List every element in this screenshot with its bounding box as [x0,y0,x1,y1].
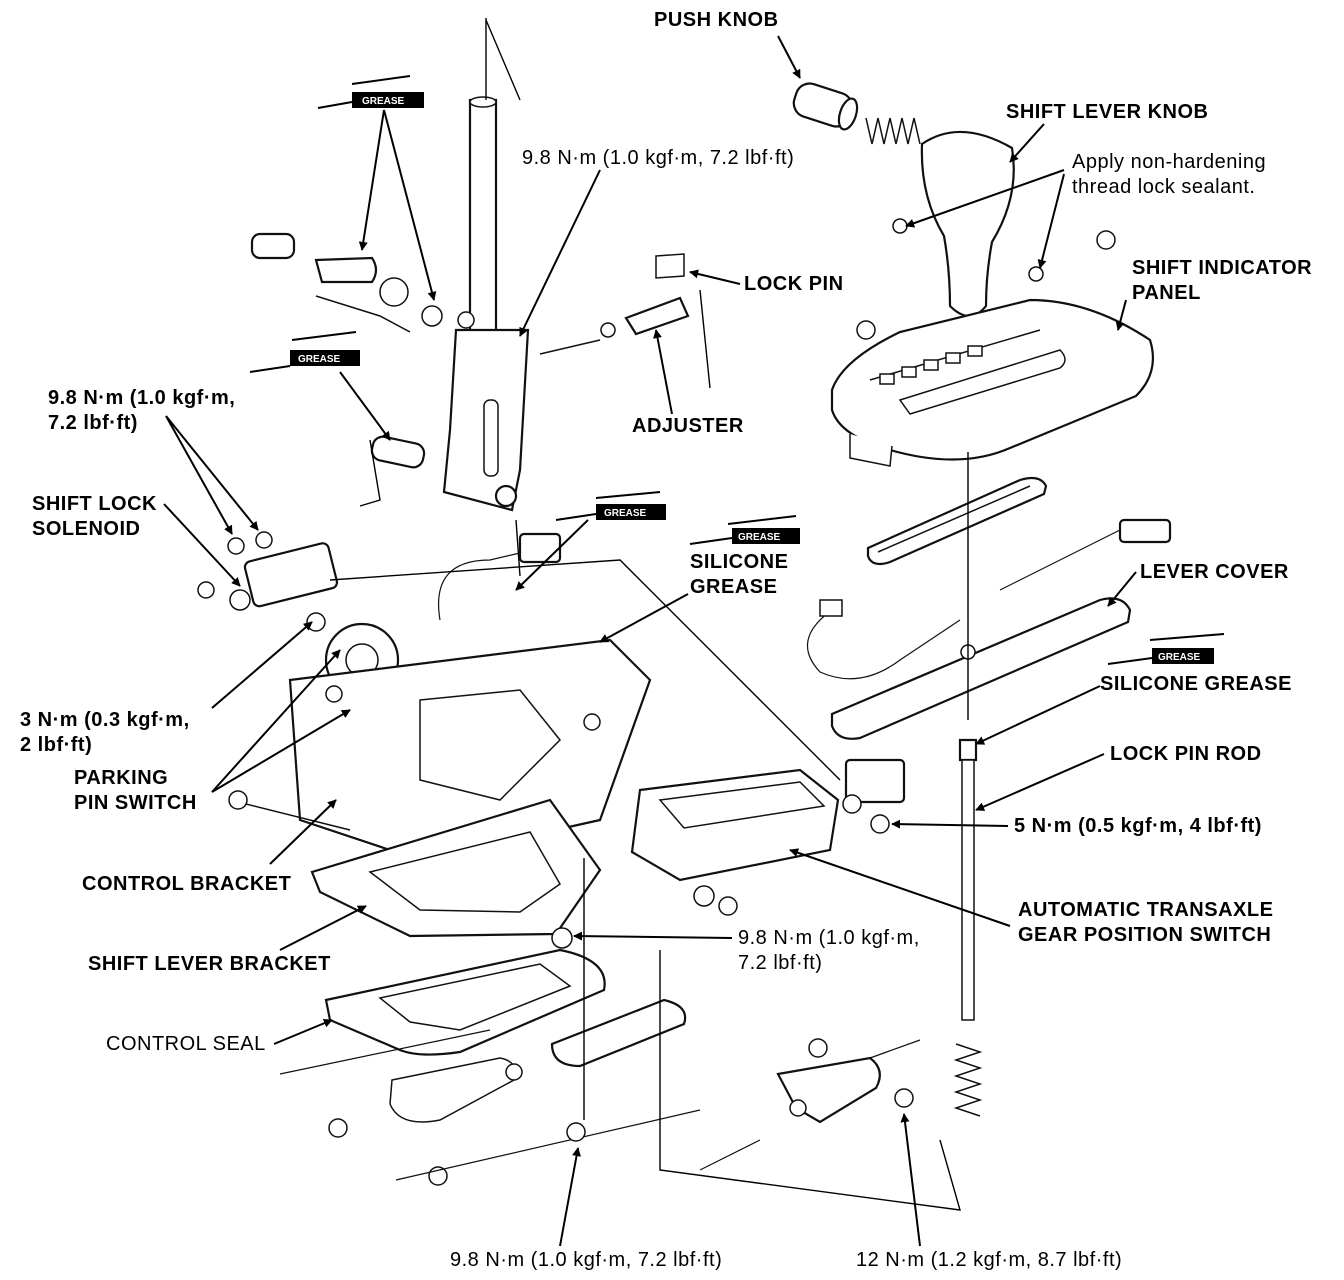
lever-cover-part [830,476,1132,740]
label-push-knob: PUSH KNOB [654,9,779,31]
label-silicone-grease-right: SILICONE GREASE [1100,673,1292,695]
label-gear-position-switch-line-2: GEAR POSITION SWITCH [1018,924,1272,946]
control-bracket-part [228,638,652,862]
grease-tag-right: GREASE [1107,633,1225,665]
label-torque-top: 9.8 N·m (1.0 kgf·m, 7.2 lbf·ft) [522,147,795,169]
label-shift-indicator-panel: SHIFT INDICATOR PANEL [1132,256,1312,306]
label-torque-mid-line-2: 7.2 lbf·ft) [738,952,823,974]
control-seal-part [279,927,701,1186]
grease-tag-text: GREASE [1158,652,1201,663]
knob-spring-part [865,117,921,145]
grease-tag-text: GREASE [604,508,647,519]
label-sealant-line-1: Apply non-hardening [1072,151,1267,173]
label-gear-position-switch: AUTOMATIC TRANSAXLE GEAR POSITION SWITCH [1018,898,1273,948]
cable-bracket-part [566,1038,921,1171]
label-control-seal: CONTROL SEAL [106,1033,266,1055]
grease-tag-center: GREASE [555,491,666,521]
grease-tag-silicone: GREASE [689,515,800,545]
label-silicone-grease-mid: SILICONE GREASE [690,550,788,600]
shift-indicator-panel-part [830,230,1154,467]
shift-lever-knob-part [892,130,1044,318]
label-torque-mid: 9.8 N·m (1.0 kgf·m, 7.2 lbf·ft) [738,926,920,976]
label-parking-pin-switch-line-2: PIN SWITCH [74,792,197,814]
gear-position-switch-part [630,758,906,916]
label-adjuster: ADJUSTER [632,415,744,437]
harness-part [438,518,1172,680]
label-lever-cover: LEVER COVER [1140,561,1289,583]
label-torque-left-line-1: 9.8 N·m (1.0 kgf·m, [48,387,236,409]
label-shift-indicator-panel-line-1: SHIFT INDICATOR [1132,257,1313,279]
push-knob-part [792,82,859,131]
lock-pin-rod-part [953,452,983,1117]
label-torque-3nm: 3 N·m (0.3 kgf·m, 2 lbf·ft) [20,708,190,758]
label-gear-position-switch-line-1: AUTOMATIC TRANSAXLE [1018,899,1274,921]
label-shift-lever-knob: SHIFT LEVER KNOB [1006,101,1209,123]
grease-tag-mid: GREASE [249,331,360,373]
grease-tag-text: GREASE [298,354,341,365]
label-shift-lever-bracket: SHIFT LEVER BRACKET [88,953,331,975]
label-lock-pin: LOCK PIN [744,273,844,295]
label-torque-bottom-left: 9.8 N·m (1.0 kgf·m, 7.2 lbf·ft) [450,1249,723,1271]
shift-lever-part [250,96,690,512]
label-silicone-grease-mid-line-2: GREASE [690,576,778,598]
shift-lever-bracket-part [310,798,602,938]
label-torque-left: 9.8 N·m (1.0 kgf·m, 7.2 lbf·ft) [48,386,235,436]
label-parking-pin-switch: PARKING PIN SWITCH [74,766,197,816]
label-shift-lock-solenoid-line-2: SOLENOID [32,518,141,540]
label-sealant-note: Apply non-hardening thread lock sealant. [1072,150,1266,200]
label-control-bracket: CONTROL BRACKET [82,873,292,895]
grease-tag-top: GREASE [317,75,424,109]
label-parking-pin-switch-line-1: PARKING [74,767,169,789]
label-shift-indicator-panel-line-2: PANEL [1132,282,1201,304]
shift-lock-solenoid-part [197,531,339,611]
assembly-guide-lines [329,18,961,1211]
grease-tag-text: GREASE [738,532,781,543]
grease-tag-text: GREASE [362,96,405,107]
label-shift-lock-solenoid: SHIFT LOCK SOLENOID [32,492,157,542]
label-torque-mid-line-1: 9.8 N·m (1.0 kgf·m, [738,927,920,949]
label-torque-5nm: 5 N·m (0.5 kgf·m, 4 lbf·ft) [1014,815,1262,837]
label-torque-3nm-line-1: 3 N·m (0.3 kgf·m, [20,709,190,731]
label-silicone-grease-mid-line-1: SILICONE [690,551,789,573]
label-torque-12nm: 12 N·m (1.2 kgf·m, 8.7 lbf·ft) [856,1249,1123,1271]
label-shift-lock-solenoid-line-1: SHIFT LOCK [32,493,157,515]
label-lock-pin-rod: LOCK PIN ROD [1110,743,1262,765]
label-sealant-line-2: thread lock sealant. [1072,176,1256,198]
leader-lines [163,35,1137,1247]
label-torque-3nm-line-2: 2 lbf·ft) [20,734,93,756]
label-torque-left-line-2: 7.2 lbf·ft) [48,412,138,434]
